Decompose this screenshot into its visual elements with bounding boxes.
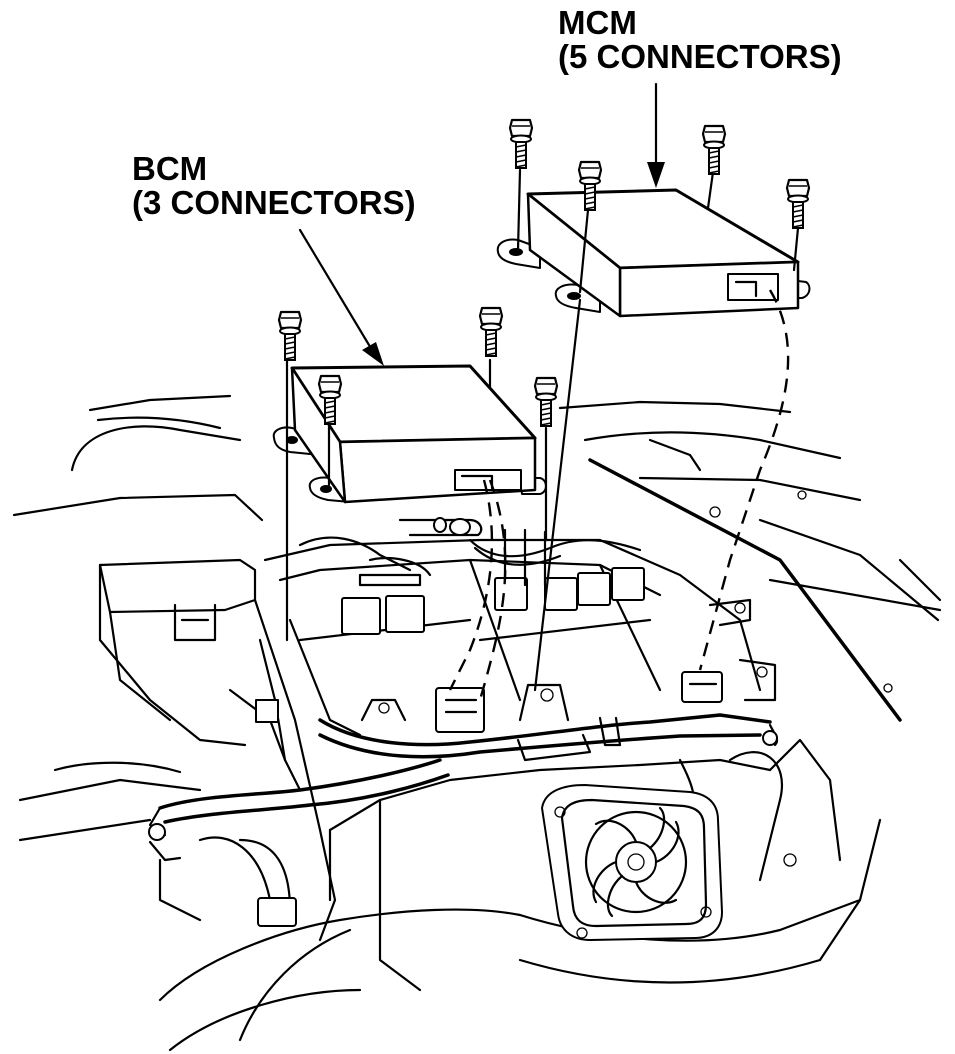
connector-guides — [448, 289, 790, 701]
bcm-callout: BCM (3 CONNECTORS) — [132, 152, 416, 220]
mcm-title: MCM — [558, 4, 637, 41]
bolt-icon — [277, 310, 303, 362]
cooling-fan-icon — [541, 784, 723, 941]
left-bracket — [18, 558, 337, 942]
mcm-module — [496, 188, 811, 318]
bcm-module — [272, 364, 547, 504]
bolt-icon — [701, 124, 727, 176]
bolt-icon — [785, 178, 811, 230]
bolt-icon — [533, 376, 559, 428]
bolt-icon — [478, 306, 504, 358]
mcm-callout: MCM (5 CONNECTORS) — [558, 6, 842, 74]
bcm-title: BCM — [132, 150, 208, 187]
arrow-icon — [647, 162, 665, 188]
mcm-subtitle: (5 CONNECTORS) — [558, 38, 842, 75]
connector-icon — [727, 273, 779, 301]
bolt-icon — [508, 118, 534, 170]
leader-arrows — [298, 82, 665, 366]
bcm-subtitle: (3 CONNECTORS) — [132, 184, 416, 221]
arrow-icon — [362, 342, 384, 366]
bolt-guide-lines — [285, 168, 800, 692]
junction-area — [148, 517, 882, 1052]
connector-icon — [454, 469, 522, 491]
vehicle-body-outline — [12, 394, 942, 722]
